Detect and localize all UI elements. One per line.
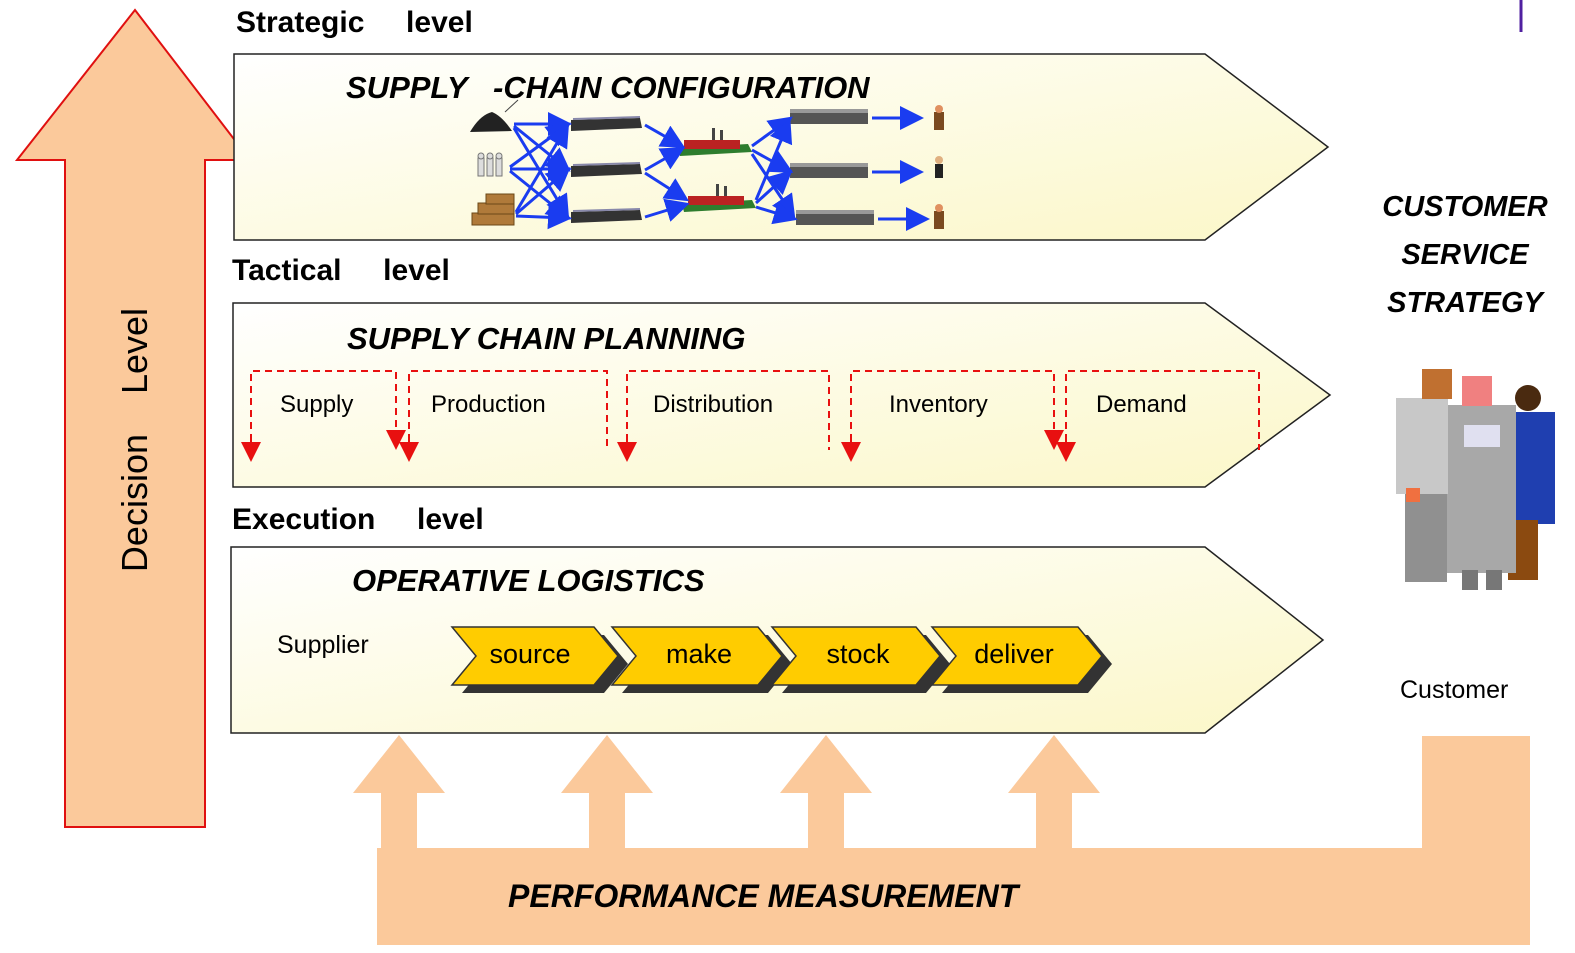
process-chevron-make <box>610 626 792 693</box>
planning-item-production: Production <box>431 391 546 418</box>
tactical-level-heading: Tactical level <box>232 254 450 287</box>
performance-measurement-arrows <box>353 735 1530 945</box>
customer-service-line-1: CUSTOMER <box>1382 191 1548 223</box>
raw-material-pile-icon <box>470 99 519 132</box>
customer-service-line-2: SERVICE <box>1401 239 1529 271</box>
process-label-stock: stock <box>826 639 890 669</box>
planning-item-inventory: Inventory <box>889 391 988 418</box>
planning-item-distribution: Distribution <box>653 391 774 418</box>
supplier-label: Supplier <box>277 631 369 659</box>
process-label-make: make <box>665 639 733 669</box>
operative-logistics-title: OPERATIVE LOGISTICS <box>352 563 705 598</box>
process-chevron-deliver <box>930 626 1112 693</box>
performance-measurement-label: PERFORMANCE MEASUREMENT <box>508 878 1019 914</box>
process-chevron-source <box>450 626 628 693</box>
strategic-level-heading: Strategic level <box>236 6 473 39</box>
supply-chain-network <box>470 99 944 231</box>
process-label-source: source <box>489 639 571 669</box>
planning-dashed-brackets <box>241 370 1260 462</box>
consumer-icon <box>934 105 944 229</box>
customer-label: Customer <box>1400 676 1509 704</box>
execution-level-heading: Execution level <box>232 503 484 536</box>
planning-item-demand: Demand <box>1096 391 1187 418</box>
wire-spools-icon <box>477 152 503 177</box>
process-chevron-stock <box>770 626 950 693</box>
process-chevrons <box>450 626 1112 693</box>
supply-chain-configuration-title: SUPPLY -CHAIN CONFIGURATION <box>346 70 870 105</box>
lumber-stack-icon <box>471 193 515 226</box>
planning-item-supply: Supply <box>280 391 354 418</box>
supply-chain-planning-title: SUPPLY CHAIN PLANNING <box>347 321 746 356</box>
people-group-icon <box>1396 369 1555 590</box>
decision-level-arrow <box>14 8 253 828</box>
customer-service-line-3: STRATEGY <box>1387 287 1543 319</box>
factory-icon <box>678 128 756 212</box>
distribution-center-icon <box>790 109 874 225</box>
customer-service-strategy: CUSTOMER SERVICE STRATEGY <box>1365 183 1565 327</box>
decision-level-label: Decision Level <box>114 307 155 573</box>
process-label-deliver: deliver <box>974 639 1054 669</box>
warehouse-icon <box>571 116 642 223</box>
